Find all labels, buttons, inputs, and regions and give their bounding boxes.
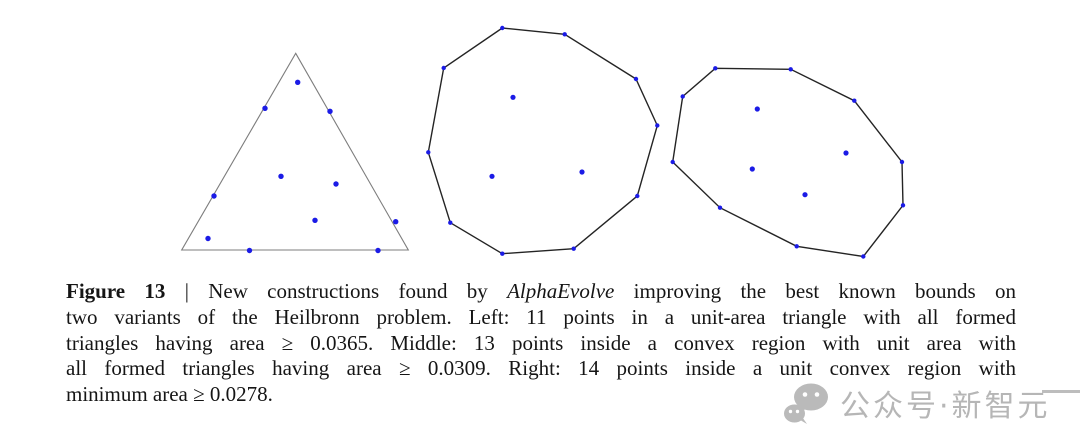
data-point — [262, 105, 268, 112]
watermark-text: 公众号·新智元 — [840, 389, 1051, 424]
triangle-11-points-outline — [180, 52, 410, 251]
data-point — [246, 247, 253, 254]
data-point — [327, 108, 333, 115]
vertex-dot — [713, 66, 718, 71]
vertex-dot — [680, 94, 685, 99]
data-point — [802, 192, 808, 198]
convex-region-14-points-outline — [671, 67, 904, 258]
data-point — [754, 106, 760, 112]
data-point — [510, 94, 516, 100]
panel-convex-region-13-points — [426, 25, 660, 256]
caption-text-segment: two variants of the Heilbronn problem. L… — [66, 304, 1016, 329]
vertex-dot — [899, 159, 905, 165]
data-point — [278, 173, 284, 179]
caption-line: Figure 13 | New constructions found by A… — [66, 279, 1016, 305]
caption-line: minimum area ≥ 0.0278. — [66, 382, 1016, 408]
vertex-dot — [500, 251, 505, 256]
vertex-dot — [633, 76, 639, 82]
caption-line: triangles having area ≥ 0.0365. Middle: … — [66, 331, 1016, 357]
data-point — [843, 150, 849, 156]
caption-text-segment: | New constructions found by — [165, 279, 508, 303]
watermark-dash — [1042, 390, 1080, 393]
panel-triangle-11-points — [180, 52, 410, 254]
vertex-dot — [426, 150, 431, 155]
data-point — [489, 173, 495, 179]
vertex-dot — [635, 193, 640, 199]
data-point — [333, 181, 339, 187]
data-point — [205, 235, 211, 242]
vertex-dot — [441, 65, 446, 71]
vertex-dot — [788, 67, 793, 72]
vertex-dot — [562, 32, 567, 37]
data-point — [579, 169, 585, 175]
caption-text-segment: Figure 13 — [66, 279, 166, 303]
convex-region-13-points-outline — [427, 27, 659, 255]
figure-caption: Figure 13 | New constructions found by A… — [66, 279, 1016, 408]
data-point — [211, 193, 217, 199]
vertex-dot — [852, 98, 857, 103]
caption-line: two variants of the Heilbronn problem. L… — [66, 305, 1016, 331]
data-point — [375, 247, 381, 254]
data-point — [312, 217, 318, 223]
vertex-dot — [670, 159, 675, 165]
data-point — [393, 219, 399, 225]
caption-text-segment: triangles having area ≥ 0.0365. Middle: … — [66, 330, 1016, 355]
vertex-dot — [861, 254, 866, 259]
vertex-dot — [655, 123, 660, 128]
wechat-icon — [784, 383, 828, 424]
caption-text-segment: AlphaEvolve — [507, 279, 615, 303]
vertex-dot — [448, 220, 453, 225]
vertex-dot — [794, 244, 799, 249]
caption-line: all formed triangles having area ≥ 0.030… — [66, 356, 1016, 382]
vertex-dot — [717, 205, 723, 210]
watermark: 公众号·新智元 — [782, 381, 1051, 425]
caption-text-segment: all formed triangles having area ≥ 0.030… — [66, 356, 1016, 381]
caption-text-segment: minimum area ≥ 0.0278. — [66, 382, 273, 407]
caption-text-segment: improving the best known bounds on — [614, 279, 1016, 303]
panel-convex-region-14-points — [670, 66, 906, 259]
vertex-dot — [900, 203, 906, 208]
data-point — [749, 166, 755, 172]
data-point — [295, 79, 301, 86]
vertex-dot — [500, 25, 505, 31]
figure-panels-svg — [180, 25, 906, 259]
vertex-dot — [571, 246, 576, 251]
